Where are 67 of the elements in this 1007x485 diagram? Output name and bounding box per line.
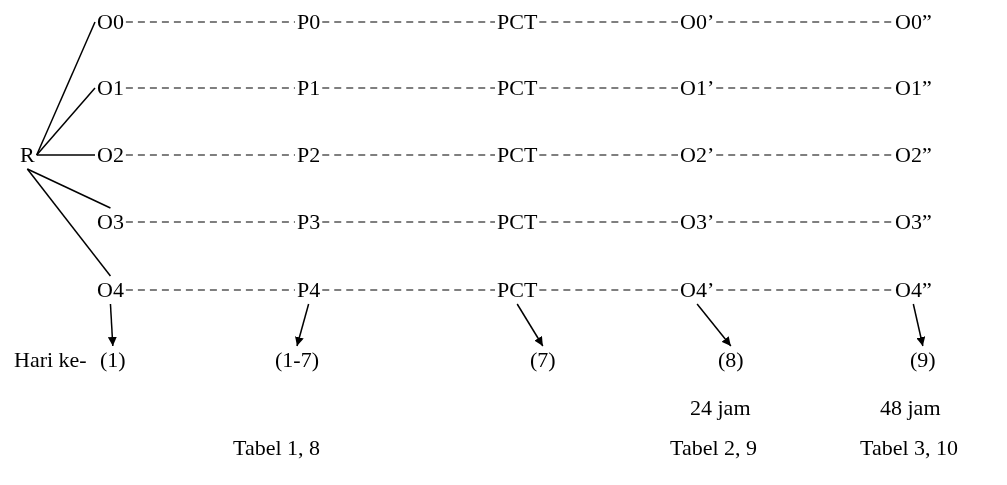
node-label: O3 <box>97 209 124 235</box>
node-label: O2 <box>97 142 124 168</box>
node-label: R <box>20 142 35 168</box>
node-label: PCT <box>497 9 538 35</box>
dashed-line <box>538 289 679 291</box>
node-label: P0 <box>297 9 321 35</box>
node-label: P1 <box>297 75 321 101</box>
node-label: P3 <box>297 209 321 235</box>
line <box>35 154 96 156</box>
dashed-line <box>125 221 296 223</box>
node-label: (9) <box>910 347 936 373</box>
node-label: O2’ <box>680 142 715 168</box>
node-label: O3” <box>895 209 932 235</box>
line <box>26 168 112 277</box>
dashed-line <box>715 289 894 291</box>
node-label: P2 <box>297 142 321 168</box>
dashed-line <box>715 154 894 156</box>
dashed-line <box>538 87 679 89</box>
dashed-line <box>715 21 894 23</box>
note-label: Hari ke- <box>14 347 87 373</box>
node-label: O4” <box>895 277 932 303</box>
node-label: PCT <box>497 209 538 235</box>
node-label: O2” <box>895 142 932 168</box>
dashed-line <box>715 221 894 223</box>
node-label: O1 <box>97 75 124 101</box>
dashed-line <box>715 87 894 89</box>
arrow <box>295 303 310 347</box>
arrow <box>912 303 926 347</box>
dashed-line <box>321 21 496 23</box>
arrow <box>107 303 117 347</box>
dashed-line <box>538 21 679 23</box>
node-label: (7) <box>530 347 556 373</box>
dashed-line <box>538 221 679 223</box>
node-label: O4’ <box>680 277 715 303</box>
node-label: (1-7) <box>275 347 319 373</box>
node-label: P4 <box>297 277 321 303</box>
line <box>35 21 96 156</box>
dashed-line <box>125 87 296 89</box>
dashed-line <box>321 221 496 223</box>
note-label: Tabel 3, 10 <box>860 435 959 461</box>
note-label: Tabel 2, 9 <box>670 435 758 461</box>
dashed-line <box>321 289 496 291</box>
node-label: O0 <box>97 9 124 35</box>
node-label: O0’ <box>680 9 715 35</box>
dashed-line <box>125 154 296 156</box>
arrow <box>696 303 732 347</box>
node-label: PCT <box>497 142 538 168</box>
node-label: O1’ <box>680 75 715 101</box>
dashed-line <box>321 154 496 156</box>
node-label: O4 <box>97 277 124 303</box>
note-label: 24 jam <box>690 395 751 421</box>
node-label: (8) <box>718 347 744 373</box>
node-label: O1” <box>895 75 932 101</box>
node-label: PCT <box>497 277 538 303</box>
line <box>26 168 112 209</box>
node-label: PCT <box>497 75 538 101</box>
dashed-line <box>125 289 296 291</box>
dashed-line <box>538 154 679 156</box>
note-label: Tabel 1, 8 <box>233 435 321 461</box>
dashed-line <box>321 87 496 89</box>
dashed-line <box>125 21 296 23</box>
node-label: O3’ <box>680 209 715 235</box>
note-label: 48 jam <box>880 395 941 421</box>
node-label: (1) <box>100 347 126 373</box>
node-label: O0” <box>895 9 932 35</box>
arrow <box>516 303 544 347</box>
line <box>35 87 96 156</box>
